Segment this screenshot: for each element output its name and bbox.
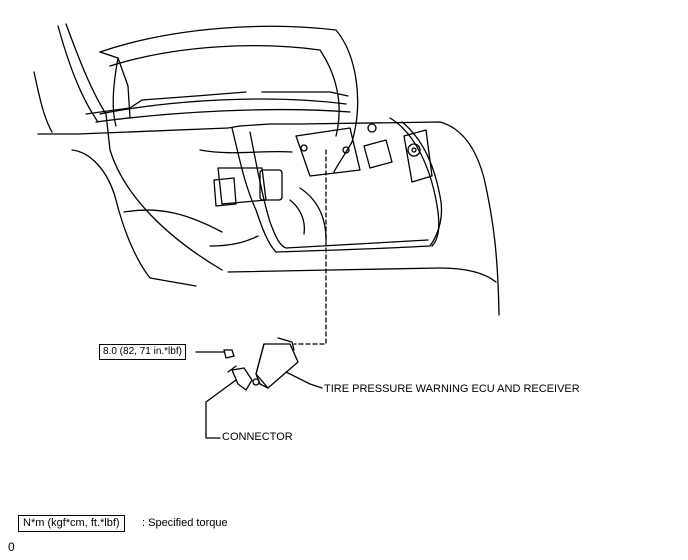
- lower-body-line: [123, 209, 223, 233]
- lid-hinge-left: [85, 91, 247, 115]
- connector-label: CONNECTOR: [222, 431, 293, 443]
- speaker-dome: [407, 143, 421, 157]
- lid-rail-left: [112, 57, 119, 127]
- trunk-lid-outer: [65, 23, 223, 271]
- bracket-box: [259, 169, 283, 201]
- ecu-receiver-shape: [252, 337, 299, 389]
- legend-description: : Specified torque: [142, 517, 228, 529]
- seal-right: [389, 117, 440, 247]
- lid-frame-outer: [99, 25, 359, 173]
- connector-leader: [205, 379, 237, 439]
- ecu-leader: [285, 371, 323, 389]
- lid-rail-top: [99, 51, 131, 119]
- lower-line: [227, 267, 497, 283]
- bolt: [223, 349, 235, 359]
- lid-frame-inner: [109, 45, 340, 137]
- trunk-opening-inner: [249, 131, 429, 249]
- lid-seal: [99, 98, 347, 115]
- location-dashed-line: [293, 149, 327, 345]
- body-contour: [37, 121, 500, 316]
- trunk-opening: [231, 121, 443, 253]
- torque-spec-box: 8.0 (82, 71 in.*lbf): [99, 344, 186, 360]
- lid-lip: [95, 108, 351, 123]
- rear-fender-line: [71, 149, 197, 287]
- trunk-lid-inner: [57, 25, 99, 123]
- connector-shape: [231, 367, 253, 391]
- legend-unit-box: N*m (kgf*cm, ft.*lbf): [18, 515, 125, 532]
- ecu-receiver-label: TIRE PRESSURE WARNING ECU AND RECEIVER: [324, 383, 580, 395]
- lid-hinge-right: [261, 91, 349, 97]
- page-number: 0: [8, 540, 15, 554]
- quarter-panel-curve: [33, 71, 53, 133]
